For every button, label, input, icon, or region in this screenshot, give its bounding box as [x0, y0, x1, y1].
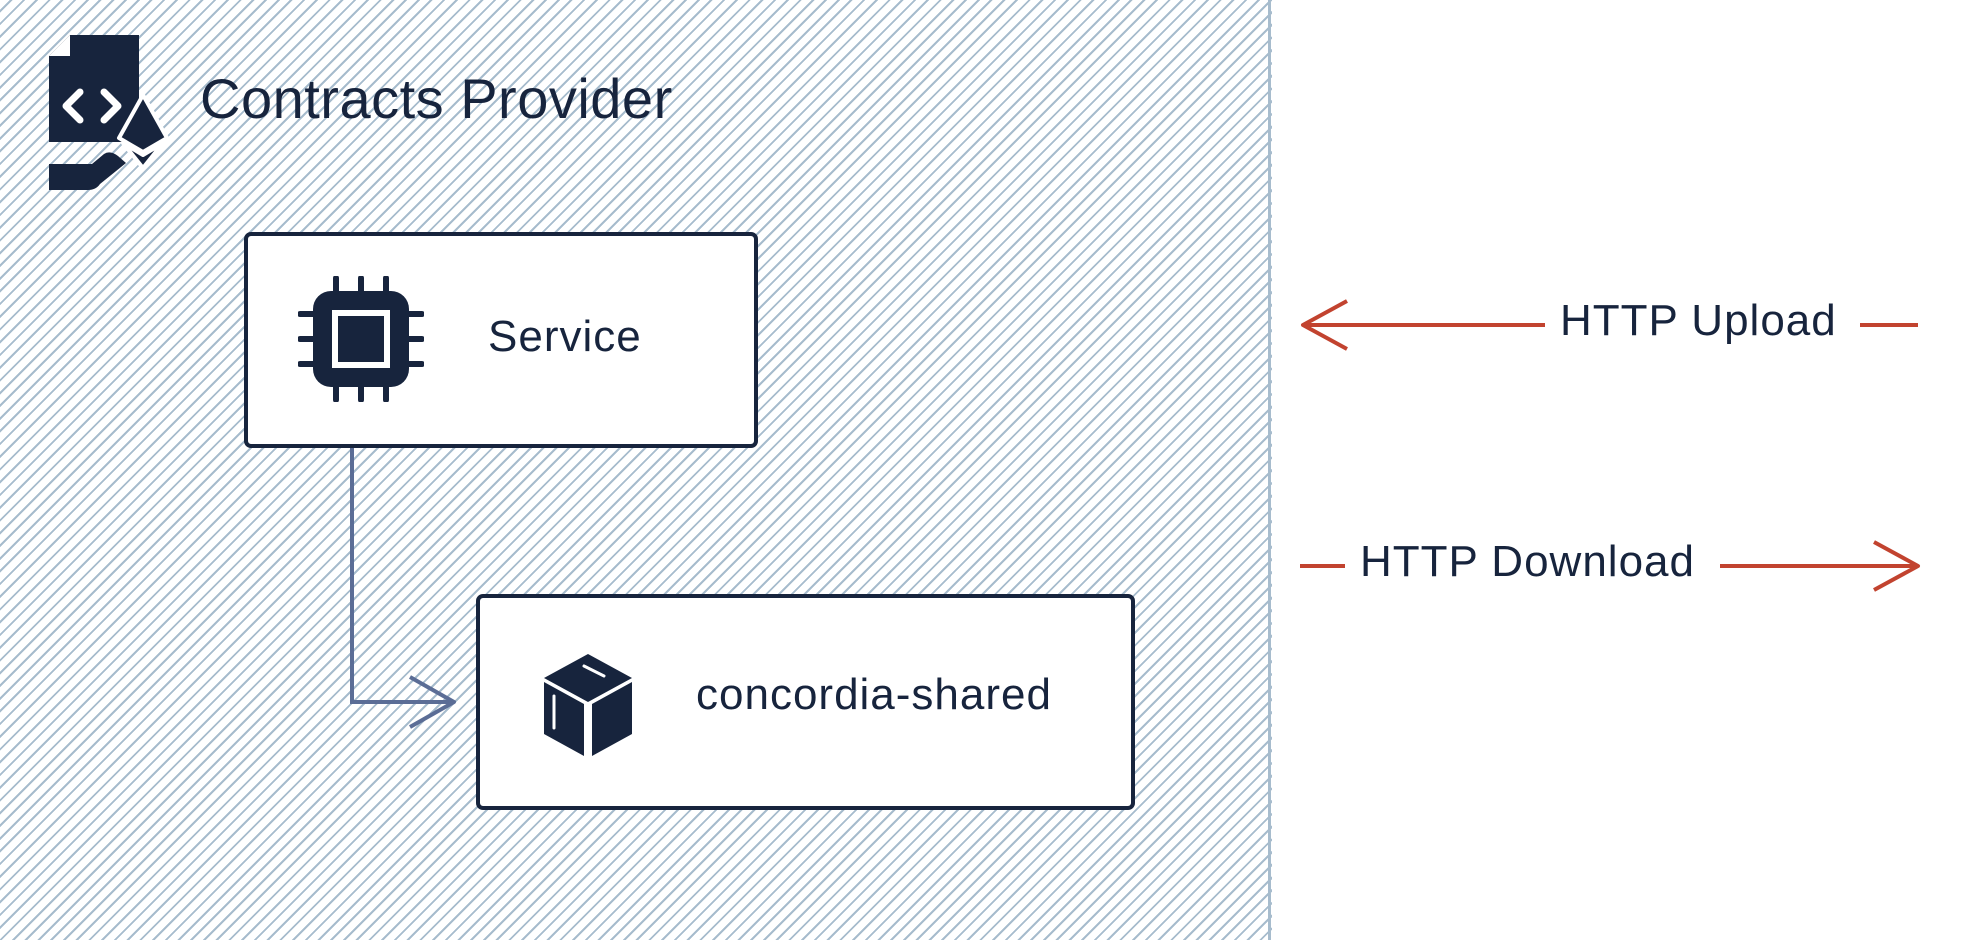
service-label: Service — [488, 312, 642, 361]
cpu-chip-icon — [298, 276, 424, 402]
group-title: Contracts Provider — [200, 67, 673, 130]
http-download-label: HTTP Download — [1360, 537, 1695, 586]
service-node[interactable]: Service — [244, 232, 758, 448]
concordia-shared-label: concordia-shared — [696, 670, 1052, 719]
package-box-icon — [544, 654, 632, 756]
http-upload-label: HTTP Upload — [1560, 296, 1837, 345]
group-boundary — [1268, 0, 1271, 940]
concordia-shared-node[interactable]: concordia-shared — [476, 594, 1135, 810]
contracts-provider-group — [0, 0, 1272, 940]
